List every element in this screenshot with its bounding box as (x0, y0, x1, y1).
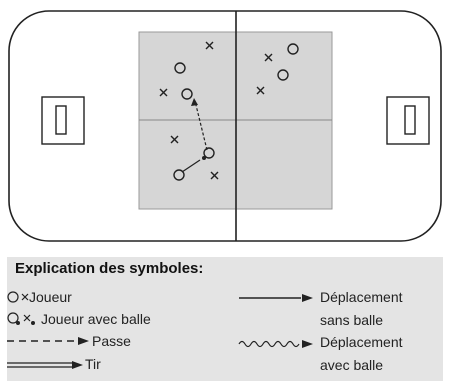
legend-deplacement-sans-2: sans balle (320, 312, 384, 328)
legend-joueur: Joueur (29, 289, 72, 305)
shot-symbol-icon (7, 361, 83, 369)
left-goal (55, 105, 67, 135)
player-circle (287, 43, 299, 55)
player-circle (174, 62, 186, 74)
movement-line (181, 159, 201, 173)
player-circle (277, 69, 289, 81)
legend-title: Explication des symboles: (15, 260, 204, 277)
legend-tir: Tir (85, 356, 101, 372)
legend-joueur-balle: Joueur avec balle (41, 311, 151, 327)
pass-arrow (194, 100, 208, 151)
player-cross (210, 171, 219, 180)
player-circle (173, 169, 185, 181)
legend-deplacement-avec-2: avec balle (320, 357, 384, 373)
movement-with-ball-symbol-icon (238, 340, 313, 348)
legend-passe: Passe (92, 333, 131, 349)
player-with-ball-symbol-icon (7, 312, 35, 325)
right-goal (404, 105, 416, 135)
player-cross (264, 53, 273, 62)
legend-box: Explication des symboles: Joueur Joueur … (7, 257, 443, 381)
player-circle (181, 88, 193, 100)
player-cross (205, 41, 214, 50)
player-cross (170, 135, 179, 144)
player-symbol-icon (7, 291, 29, 303)
left-goal-area (41, 96, 85, 145)
player-with-ball (203, 147, 215, 159)
field-diagram (8, 10, 442, 242)
player-cross (256, 86, 265, 95)
legend-deplacement-sans-1: Déplacement (320, 289, 403, 305)
legend-deplacement-avec-1: Déplacement (320, 334, 403, 350)
pass-arrowhead (191, 98, 198, 106)
ball-icon (202, 156, 206, 160)
movement-no-ball-symbol-icon (239, 294, 313, 302)
player-cross (159, 88, 168, 97)
pass-symbol-icon (7, 337, 89, 345)
